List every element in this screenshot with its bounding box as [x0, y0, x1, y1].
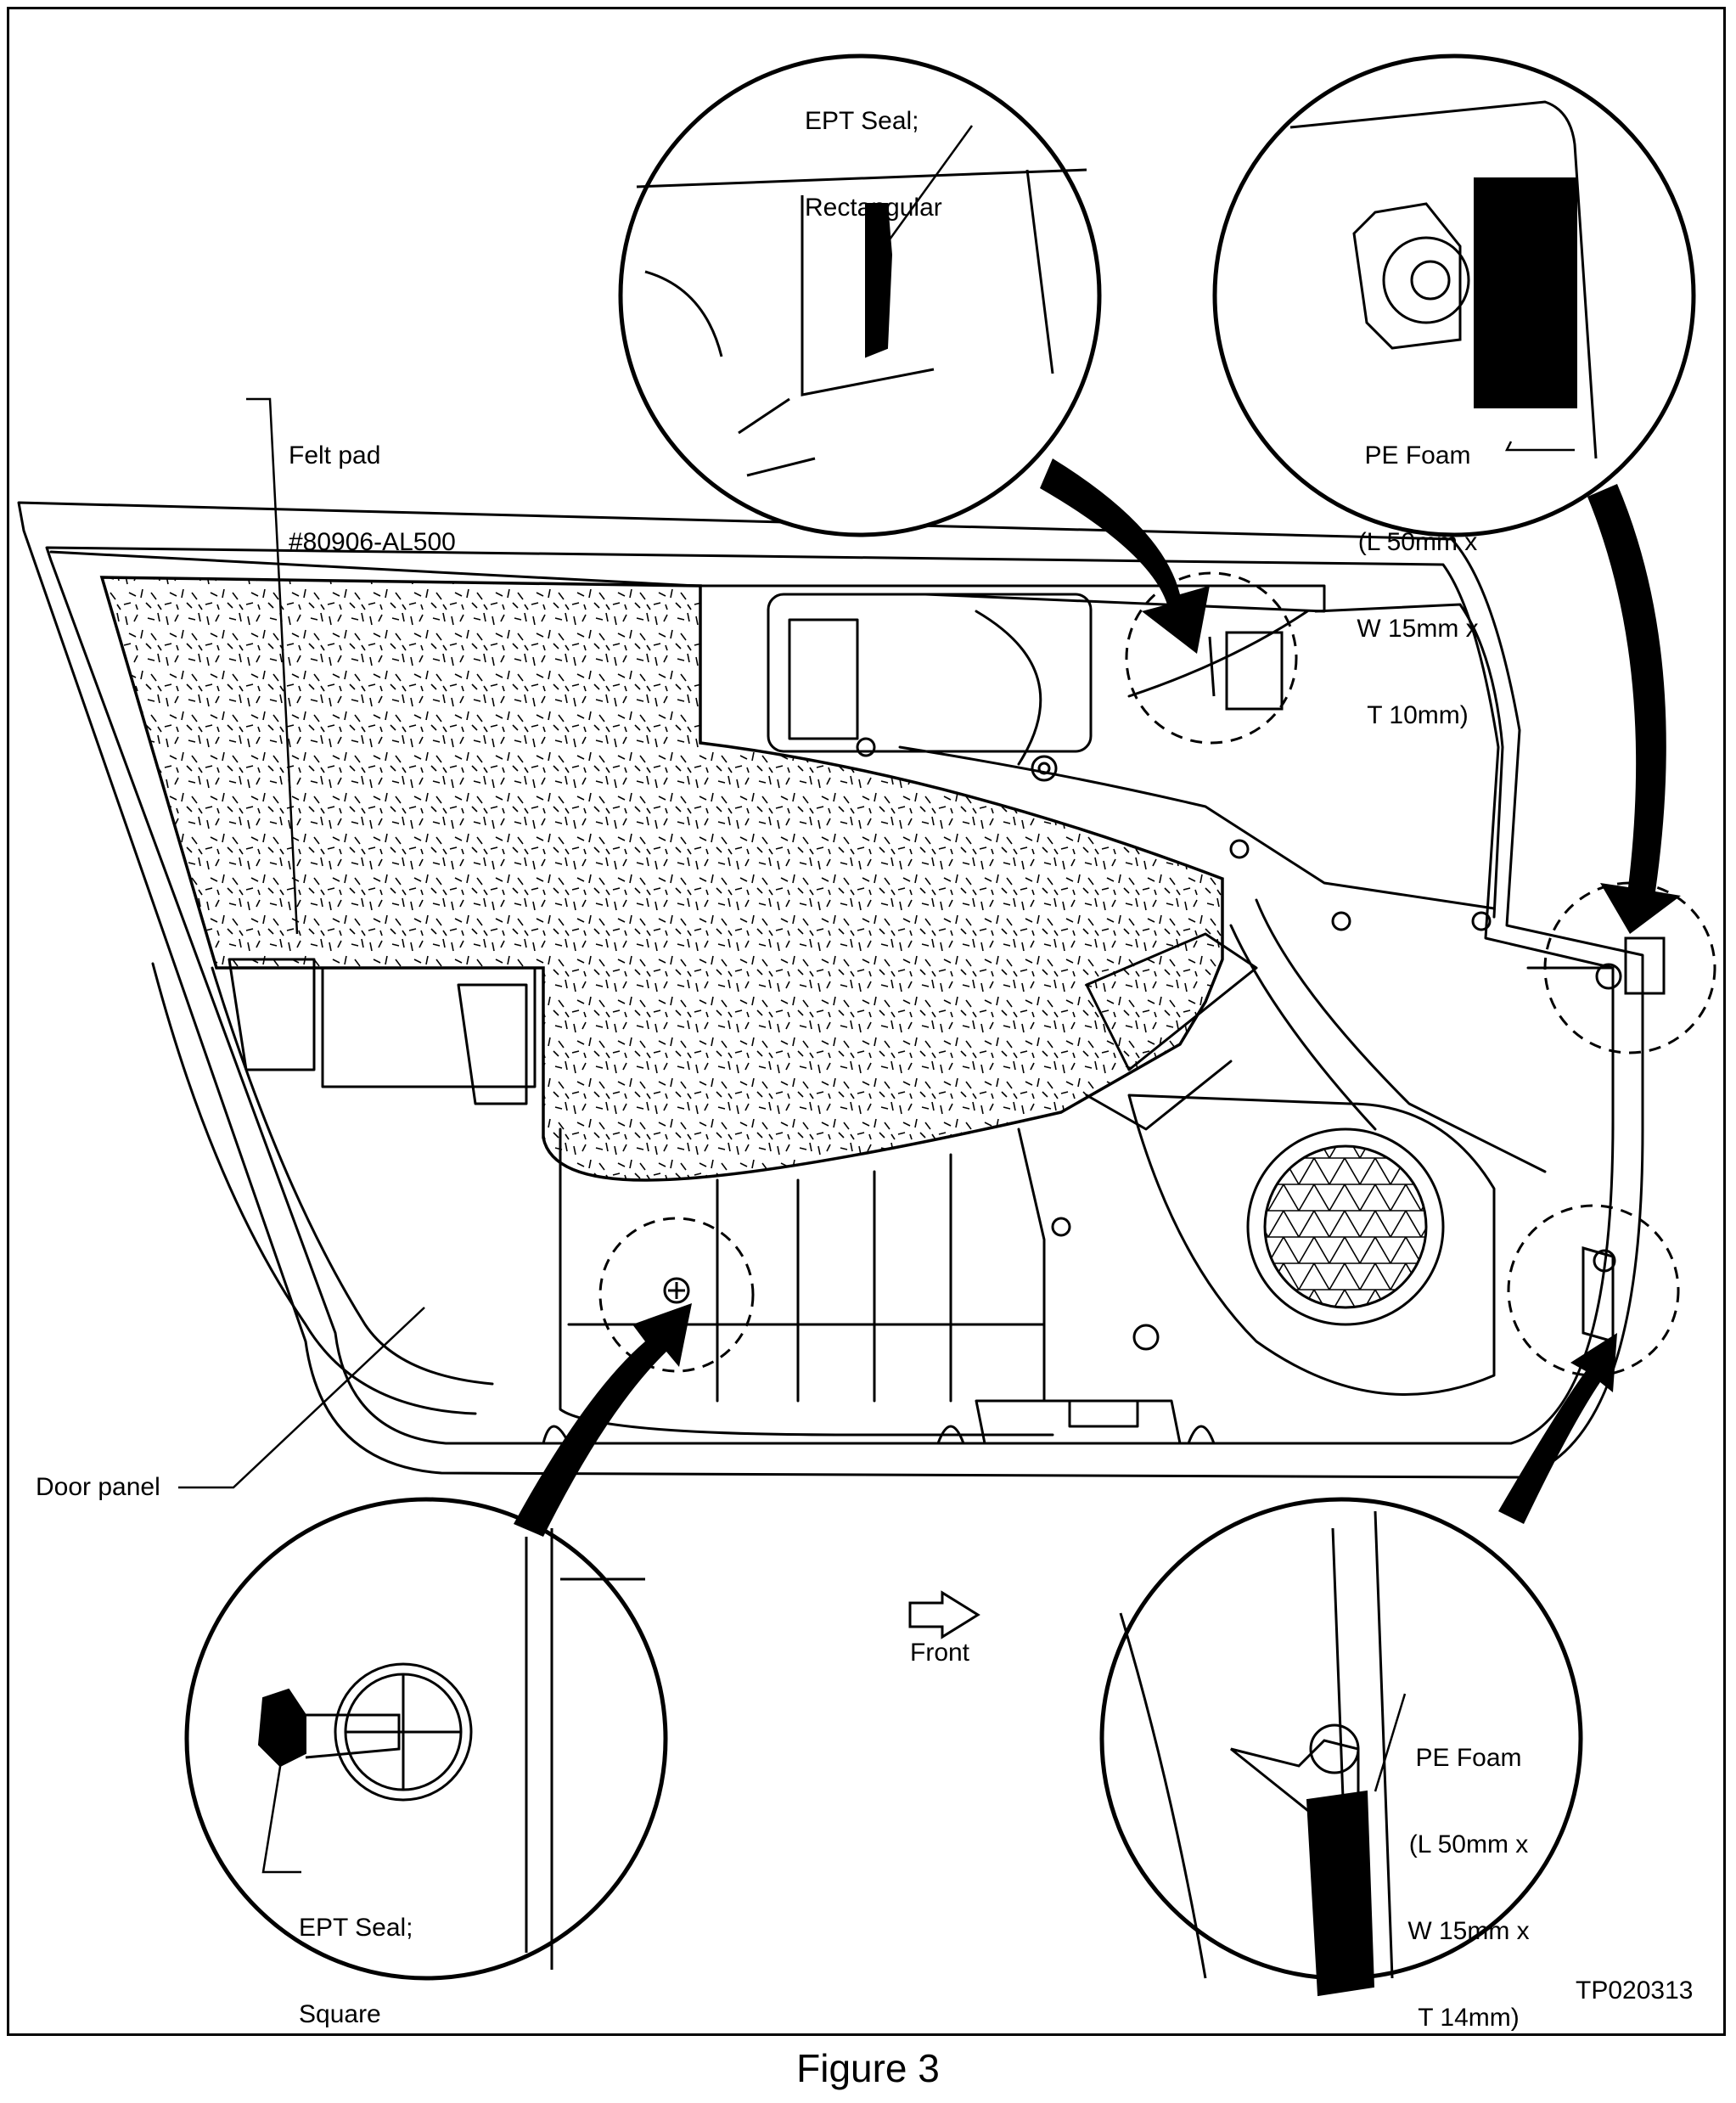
ept-square-line-2: Square	[299, 2000, 381, 2028]
ept-square-line-1: EPT Seal;	[299, 1914, 413, 1942]
figure-caption: Figure 3	[796, 2046, 940, 2090]
felt-pad	[99, 576, 1224, 1182]
arrow-to-ept-square-area	[514, 1303, 692, 1537]
front-arrow-icon	[908, 1590, 980, 1639]
arrow-to-pe-foam-bottom-area	[1498, 1333, 1617, 1524]
ept-rect-label: EPT Seal; Rectangular	[805, 49, 942, 251]
front-label: Front	[910, 1639, 970, 1667]
reference-code: TP020313	[1576, 1976, 1694, 2005]
ept-seal-rect	[865, 203, 893, 358]
pe-foam-top-line-3: W 15mm x	[1357, 615, 1479, 643]
felt-pad-line-2: #80906-AL500	[289, 528, 456, 556]
figure-frame	[7, 7, 1726, 2036]
door-panel-label: Door panel	[36, 1473, 160, 1501]
pe-foam-bottom-line-1: PE Foam	[1415, 1744, 1522, 1772]
pe-foam-bottom-label: PE Foam (L 50mm x W 15mm x T 14mm)	[1375, 1686, 1562, 2061]
pe-foam-bottom-line-3: W 15mm x	[1407, 1917, 1530, 1945]
pe-foam-top-line-1: PE Foam	[1364, 441, 1471, 470]
detail-circle-ept-square	[184, 1497, 668, 1981]
detail-circle-ept-rect	[618, 53, 1102, 537]
pe-foam-bottom-line-2: (L 50mm x	[1408, 1830, 1529, 1858]
pe-foam-top-line-4: T 10mm)	[1367, 701, 1469, 729]
ept-square-label: EPT Seal; Square	[299, 1856, 413, 2058]
arrow-to-pe-foam-top-area	[1587, 484, 1681, 934]
ept-rect-line-1: EPT Seal;	[805, 107, 919, 135]
arrow-to-ept-rect-area	[1040, 458, 1210, 654]
felt-pad-label: Felt pad #80906-AL500	[289, 384, 456, 586]
detail-circle-pe-foam-top	[1212, 53, 1696, 537]
pe-foam-top-line-2: (L 50mm x	[1357, 528, 1478, 556]
pe-foam-top	[1474, 177, 1577, 408]
ept-rect-line-2: Rectangular	[805, 194, 942, 222]
pe-foam-bottom	[1306, 1790, 1375, 1997]
felt-pad-line-1: Felt pad	[289, 441, 381, 470]
pe-foam-bottom-line-4: T 14mm)	[1418, 2004, 1520, 2032]
ept-seal-square	[257, 1688, 306, 1768]
pe-foam-top-label: PE Foam (L 50mm x W 15mm x T 10mm)	[1324, 384, 1511, 759]
